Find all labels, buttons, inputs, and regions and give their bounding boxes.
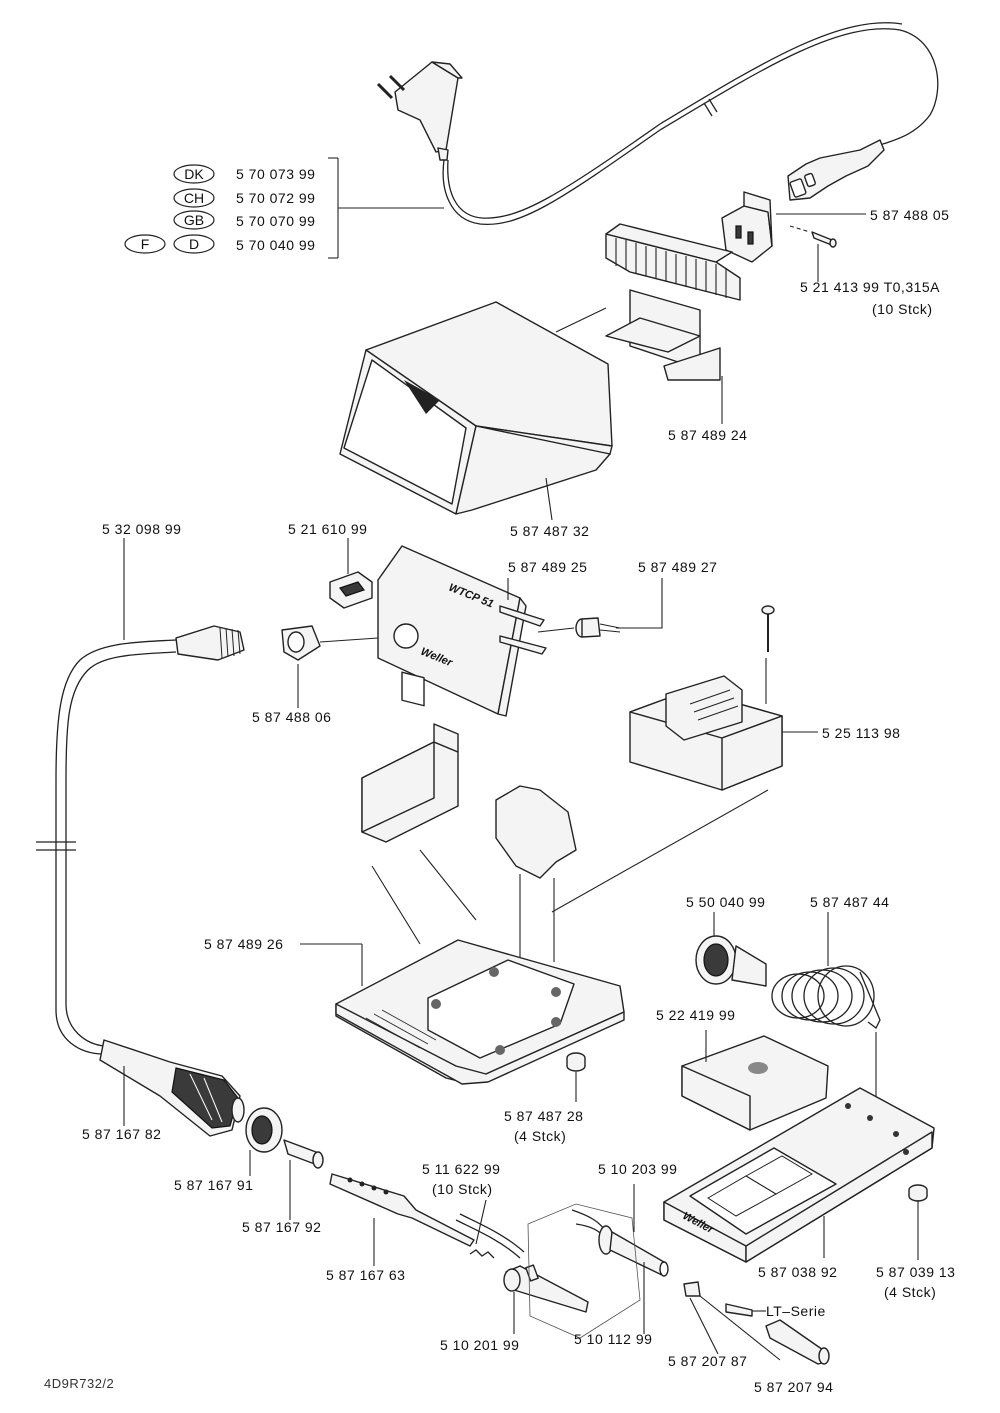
sensor-cartridge: [571, 1209, 669, 1277]
heatsink-bracket: [605, 223, 741, 381]
label-58703892: 5 87 038 92: [758, 1264, 837, 1280]
screw: [761, 605, 775, 652]
label-55004099: 5 50 040 99: [686, 894, 765, 910]
label-51020199: 5 10 201 99: [440, 1337, 519, 1353]
rubber-foot: [566, 1052, 586, 1072]
fuse: [811, 231, 837, 248]
label-58748927: 5 87 489 27: [638, 559, 717, 575]
tip-short: [683, 1281, 701, 1297]
iron-connector-plug: [175, 625, 245, 661]
handle-nut: [245, 1107, 283, 1153]
label-52141399: 5 21 413 99 T0,315A: [800, 279, 940, 295]
label-58748732: 5 87 487 32: [510, 523, 589, 539]
top-cover: [339, 301, 613, 515]
label-58703913: 5 87 039 13: [876, 1264, 955, 1280]
iec-connector-plug: [787, 139, 885, 201]
front-panel: Weller WTCP 51: [377, 545, 547, 717]
badge-dk: DK: [184, 166, 204, 182]
badge-d: D: [189, 236, 199, 252]
mains-plug: [376, 61, 463, 161]
label-51020399: 5 10 203 99: [598, 1161, 677, 1177]
badge-gb: GB: [184, 212, 204, 228]
label-58748744: 5 87 487 44: [810, 894, 889, 910]
cord-leader-bracket: [328, 157, 444, 259]
label-51011299: 5 10 112 99: [574, 1331, 652, 1347]
label-58748925: 5 87 489 25: [508, 559, 587, 575]
label-58720794: 5 87 207 94: [754, 1379, 833, 1395]
label-58748728-qty: (4 Stck): [514, 1128, 566, 1144]
label-52511398: 5 25 113 98: [822, 725, 900, 741]
label-58716791: 5 87 167 91: [174, 1177, 253, 1193]
iron-cable: [55, 639, 177, 1055]
label-58720787: 5 87 207 87: [668, 1353, 747, 1369]
transformer: [629, 675, 783, 791]
label-58748926: 5 87 489 26: [204, 936, 283, 952]
tip-holder-sleeve: [695, 935, 767, 987]
handle-sleeve: [283, 1139, 324, 1169]
cord-label-d: 5 70 040 99: [236, 237, 315, 253]
shield-plate-right: [495, 785, 577, 879]
label-58748805: 5 87 488 05: [870, 207, 949, 223]
cord-label-gb: 5 70 070 99: [236, 213, 315, 229]
country-badges: DK CH GB F D: [124, 164, 215, 254]
shield-plate-left: [361, 723, 459, 843]
tip-lt-series: [725, 1303, 753, 1317]
label-51162299-qty: (10 Stck): [432, 1181, 493, 1197]
label-58716792: 5 87 167 92: [242, 1219, 321, 1235]
base-housing: [335, 939, 625, 1085]
label-58703913-qty: (4 Stck): [884, 1284, 936, 1300]
label-52241999: 5 22 419 99: [656, 1007, 735, 1023]
tip-large: [765, 1319, 830, 1365]
paper-sheet: [527, 1203, 641, 1339]
heating-element-holder: [329, 1173, 475, 1247]
label-52161099: 5 21 610 99: [288, 521, 367, 537]
heating-element: [503, 1264, 589, 1313]
stand-foot: [908, 1184, 928, 1202]
label-52141399-qty: (10 Stck): [872, 301, 933, 317]
label-58716763: 5 87 167 63: [326, 1267, 405, 1283]
socket-nut: [281, 625, 321, 661]
iron-stand-base: Weller: [663, 1087, 935, 1263]
label-58748924: 5 87 489 24: [668, 427, 747, 443]
iron-handle: [99, 1039, 245, 1137]
spring-clip: [455, 1213, 525, 1259]
badge-f: F: [141, 236, 150, 252]
power-cord: [442, 28, 939, 226]
sensor-part: [575, 617, 621, 638]
holder-spring: [771, 965, 881, 1029]
cleaning-sponge: [681, 1035, 829, 1131]
cord-label-ch: 5 70 072 99: [236, 190, 315, 206]
badge-ch: CH: [184, 190, 204, 206]
label-58716782: 5 87 167 82: [82, 1126, 161, 1142]
cord-label-dk: 5 70 073 99: [236, 166, 315, 182]
document-reference: 4D9R732/2: [44, 1376, 114, 1391]
mains-switch: [329, 571, 373, 609]
label-58748728: 5 87 487 28: [504, 1108, 583, 1124]
label-51162299: 5 11 622 99: [422, 1161, 500, 1177]
label-lt-series: LT–Serie: [766, 1303, 826, 1319]
label-58748806: 5 87 488 06: [252, 709, 331, 725]
label-53209899: 5 32 098 99: [102, 521, 181, 537]
